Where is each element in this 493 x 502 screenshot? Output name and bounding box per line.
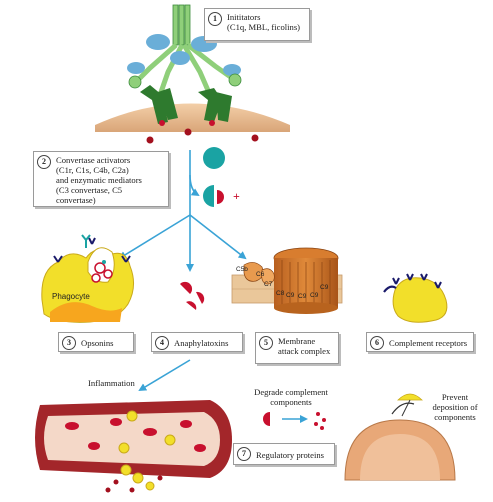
regulatory-label: Regulatory proteins [256, 450, 325, 460]
umbrella-icon [391, 393, 423, 417]
opsonins-label: Opsonins [81, 338, 114, 348]
phagocyte-icon [41, 234, 134, 323]
c5b-tag: C5b [236, 266, 248, 273]
anaphylatoxins-box: 4 Anaphylatoxins [151, 332, 243, 352]
initiator-cell-surface [95, 103, 290, 132]
plus-sign: + [233, 189, 240, 203]
opsonins-box: 3 Opsonins [58, 332, 134, 352]
prevent-line1: Prevent [441, 392, 469, 402]
c9-tag-3: C9 [310, 292, 319, 299]
inflammation-label: Inflammation [88, 378, 135, 388]
inflammation-arrow [138, 359, 191, 392]
c6-tag: C6 [256, 271, 265, 278]
initiators-title: Inititators [227, 12, 261, 22]
c9-tag-4: C9 [320, 284, 329, 291]
anaphylatoxins-label: Anaphylatoxins [174, 338, 229, 348]
c8-tag: C8 [276, 290, 285, 297]
receptors-label: Complement receptors [389, 338, 468, 348]
c9-tag-2: C9 [298, 293, 307, 300]
cleavage-arrow [189, 150, 200, 215]
c9-tag-1: C9 [286, 292, 295, 299]
mac-line1: Membrane [278, 336, 316, 346]
prevent-label: Prevent deposition of components [420, 392, 490, 422]
mac-number: 5 [259, 336, 273, 350]
initiators-examples: (C1q, MBL, ficolins) [227, 22, 301, 32]
degrade-line1: Degrade complement [254, 387, 328, 397]
c7-tag: C7 [264, 281, 273, 288]
regulatory-box: 7 Regulatory proteins [233, 443, 335, 465]
convertase-line4: (C3 convertase, C5 convertase) [56, 185, 123, 205]
protected-cell-icon [344, 419, 456, 481]
opsonins-number: 3 [62, 336, 76, 350]
branch-arrows [118, 214, 247, 272]
complement-receptor-icon [383, 273, 448, 323]
membrane-attack-complex-icon [231, 247, 343, 314]
anaphylatoxins-number: 4 [155, 336, 169, 350]
initiators-number: 1 [208, 12, 222, 26]
convertase-box: 2 Convertase activators (C1r, C1s, C4b, … [33, 151, 169, 207]
blood-vessel-icon [35, 400, 232, 493]
convertase-number: 2 [37, 155, 51, 169]
anaphylatoxins-icon [180, 281, 205, 310]
degradation-icon [263, 412, 326, 430]
degrade-line2: components [270, 397, 312, 407]
convertase-line1: Convertase activators [56, 155, 131, 165]
convertase-line2: (C1r, C1s, C4b, C2a) [56, 165, 129, 175]
c3-cleaved-icon [203, 185, 224, 207]
mac-line2: attack complex [278, 346, 331, 356]
receptors-number: 6 [370, 336, 384, 350]
prevent-line3: components [434, 412, 476, 422]
convertase-line3: and enzymatic mediators [56, 175, 142, 185]
phagocyte-label: Phagocyte [52, 292, 90, 301]
regulatory-number: 7 [237, 447, 251, 461]
receptors-box: 6 Complement receptors [366, 332, 474, 352]
mac-box: 5 Membrane attack complex [255, 332, 339, 364]
initiator-complex-icon [127, 4, 242, 126]
released-fragments-icon [146, 128, 259, 144]
c3-intact-icon [203, 147, 225, 169]
prevent-line2: deposition of [432, 402, 478, 412]
degrade-label: Degrade complement components [245, 387, 337, 407]
initiators-box: 1 Inititators (C1q, MBL, ficolins) [204, 8, 310, 41]
